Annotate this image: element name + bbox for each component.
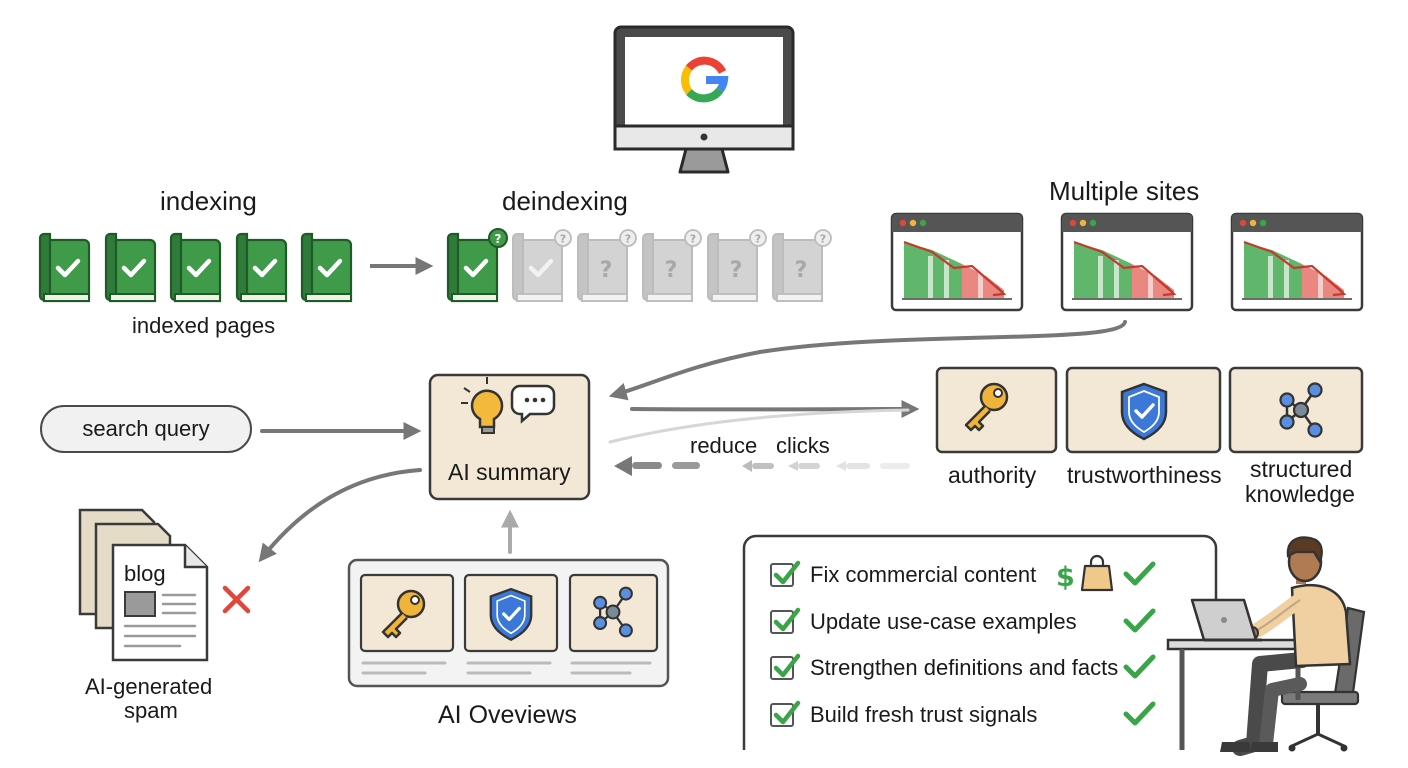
- dollar-icon: $: [1056, 562, 1075, 593]
- label-deindexing: deindexing: [502, 186, 628, 216]
- authority-panel: [935, 366, 1058, 454]
- book-question-green-icon: ?: [448, 228, 508, 301]
- check-mark-icon: [1123, 561, 1156, 586]
- chat-bubble-icon: [510, 384, 556, 424]
- svg-text:?: ?: [495, 232, 502, 246]
- checklist-frame: [742, 534, 1218, 750]
- check-mark-icon: [1123, 608, 1156, 632]
- structured-knowledge-panel: [1228, 366, 1364, 454]
- checklist-item-1: Fix commercial content: [770, 552, 1170, 599]
- label-blog: blog: [124, 561, 166, 586]
- trustworthiness-panel: [1065, 366, 1222, 454]
- monitor-icon: [613, 25, 795, 174]
- label-spam: spam: [124, 698, 178, 723]
- deindexed-books: ? ?: [448, 228, 832, 301]
- ai-overviews-panel: [347, 558, 670, 688]
- checklist-item-text: Strengthen definitions and facts: [810, 655, 1119, 681]
- label-ai-generated: AI-generated: [85, 674, 213, 699]
- label-multiple-sites: Multiple sites: [1049, 176, 1200, 206]
- label-ai-summary: AI summary: [448, 459, 571, 485]
- checklist-item-4: Build fresh trust signals: [770, 692, 1170, 739]
- checklist-item-3: Strengthen definitions and facts: [770, 645, 1170, 692]
- reduce-clicks-arrow: [614, 456, 910, 476]
- search-query-label: search query: [82, 416, 210, 441]
- checklist: Fix commercial content Update use-case e…: [770, 552, 1170, 738]
- cross-icon: [222, 585, 251, 614]
- checkbox-checked-icon: [770, 654, 801, 681]
- label-reduce: reduce: [690, 433, 758, 458]
- checklist-item-2: Update use-case examples: [770, 599, 1170, 646]
- label-trustworthiness: trustworthiness: [1067, 462, 1222, 488]
- site-browser-2: [1060, 212, 1194, 312]
- checkbox-checked-icon: [770, 700, 801, 727]
- svg-text:$: $: [1056, 562, 1075, 593]
- search-query-pill: search query: [40, 405, 252, 453]
- shopping-bag-icon: [1080, 554, 1114, 592]
- checkbox-checked-icon: [770, 607, 801, 634]
- checkbox-checked-icon: [770, 561, 801, 588]
- label-authority: authority: [948, 462, 1037, 488]
- label-structured: structured: [1250, 456, 1353, 482]
- checklist-item-text: Fix commercial content: [810, 562, 1037, 588]
- checklist-item-text: Build fresh trust signals: [810, 701, 1038, 727]
- label-knowledge: knowledge: [1245, 481, 1355, 507]
- checklist-item-text: Update use-case examples: [810, 608, 1077, 634]
- check-mark-icon: [1123, 654, 1156, 679]
- label-ai-overviews: AI Oveviews: [438, 701, 577, 729]
- person-laptop-icon: [1166, 536, 1366, 756]
- site-browser-3: [1230, 212, 1364, 312]
- label-clicks: clicks: [776, 433, 830, 458]
- flow-arrows: [258, 320, 1127, 563]
- label-indexed-pages: indexed pages: [132, 313, 276, 338]
- document-icon: [78, 508, 209, 662]
- indexed-books: [40, 234, 351, 301]
- lightbulb-icon: [461, 377, 504, 434]
- google-logo: [681, 56, 729, 103]
- label-indexing: indexing: [160, 186, 257, 216]
- site-browser-1: [890, 212, 1024, 312]
- svg-text:?: ?: [560, 233, 566, 246]
- ai-summary-box: [428, 373, 591, 501]
- check-mark-icon: [1123, 701, 1156, 725]
